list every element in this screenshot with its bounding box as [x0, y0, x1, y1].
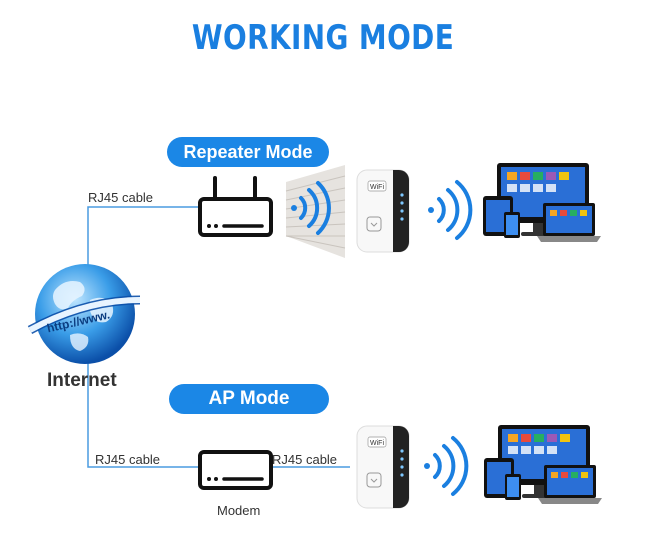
wifi-waves-icon-wall — [291, 181, 331, 235]
devices-icon-repeater — [483, 163, 601, 242]
wifi-waves-icon-ap — [424, 436, 469, 496]
ap-mode-badge: AP Mode — [169, 384, 329, 414]
page-title: WORKING MODE — [191, 18, 455, 58]
ap-cable-label-left: RJ45 cable — [95, 452, 161, 467]
modem-icon — [198, 450, 273, 490]
modem-label: Modem — [217, 503, 261, 518]
extender-label: WiFi — [370, 184, 384, 191]
ap-cable-label-right: RJ45 cable — [272, 452, 338, 467]
devices-icon-ap — [484, 425, 602, 504]
internet-label: Internet — [47, 370, 117, 391]
wifi-waves-icon-repeater — [428, 180, 473, 240]
globe-icon: http://www. — [27, 264, 141, 364]
wifi-extender-repeater: WiFi — [356, 169, 410, 253]
connection-lines — [87, 206, 350, 468]
wifi-extender-ap: WiFi — [356, 425, 410, 509]
repeater-mode-badge: Repeater Mode — [167, 137, 329, 167]
extender-label: WiFi — [370, 440, 384, 447]
repeater-cable-label: RJ45 cable — [88, 190, 154, 205]
router-icon — [198, 176, 273, 237]
